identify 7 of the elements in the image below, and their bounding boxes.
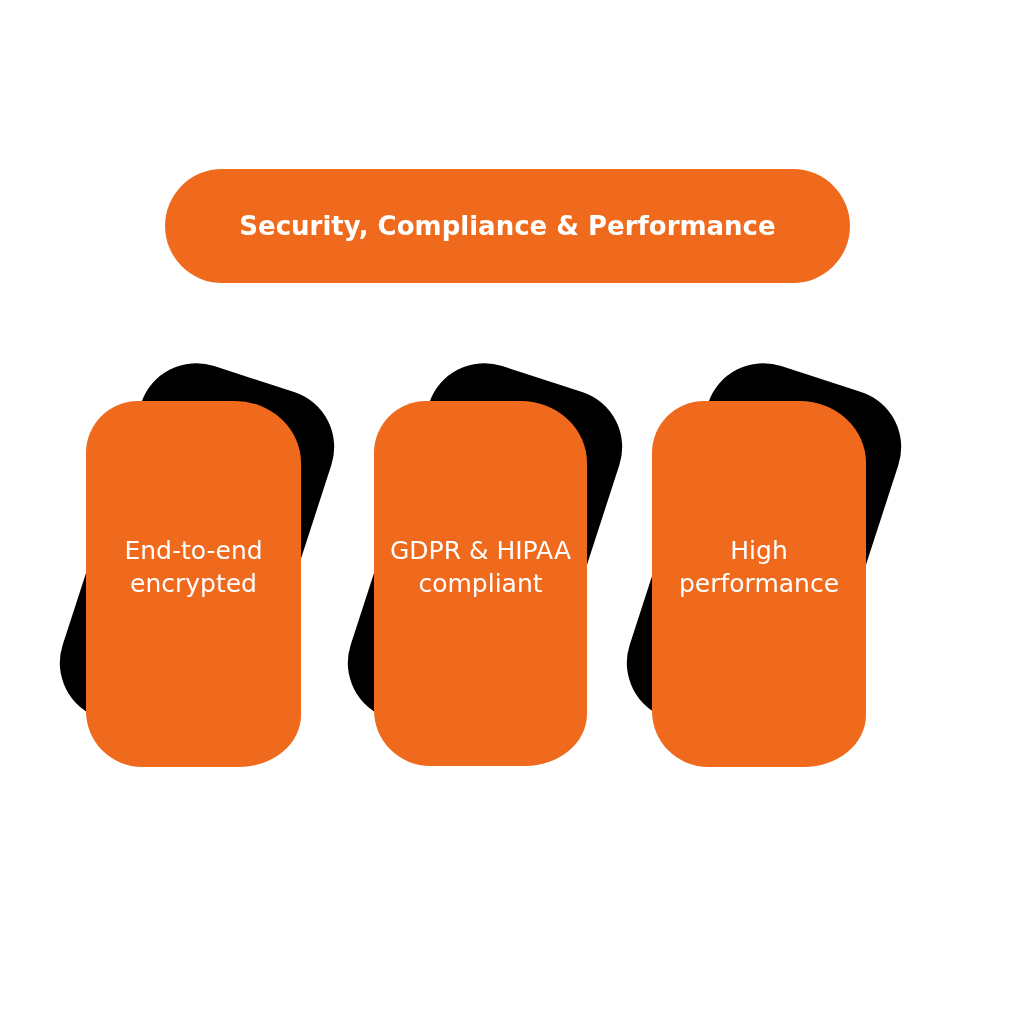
- feature-card: [374, 401, 587, 766]
- card-text: High performance: [677, 535, 841, 600]
- card-text: GDPR & HIPAA compliant: [389, 535, 572, 600]
- card-text: End-to-end encrypted: [123, 535, 264, 600]
- feature-card: [86, 401, 301, 767]
- feature-card: [652, 401, 866, 767]
- heading-text: Security, Compliance & Performance: [239, 211, 776, 241]
